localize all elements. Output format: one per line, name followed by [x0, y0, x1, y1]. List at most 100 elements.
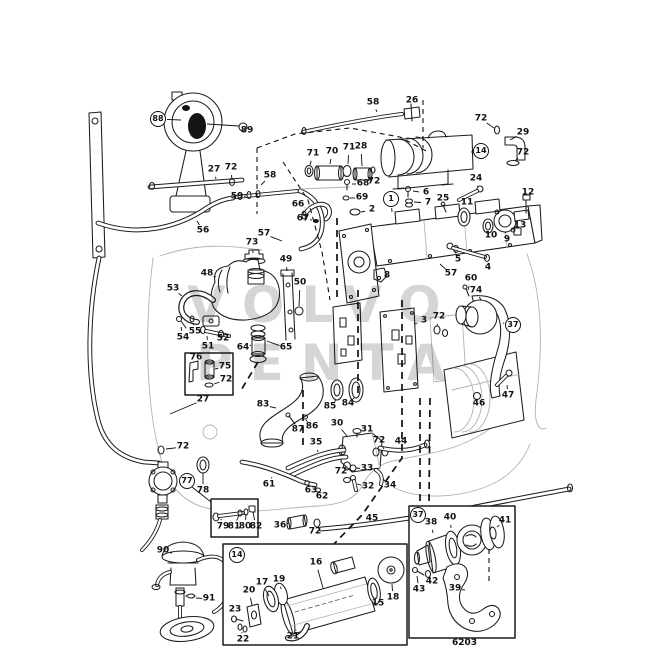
leader-line [236, 514, 240, 521]
leader-line [334, 399, 337, 402]
callout-5: 5 [454, 254, 462, 265]
callout-61: 61 [262, 479, 276, 490]
callout-43: 43 [412, 584, 426, 595]
callout-37: 37 [505, 317, 521, 333]
leader-line [375, 109, 378, 113]
leader-line [213, 275, 217, 278]
leader-line [439, 263, 447, 270]
leader-line [196, 220, 200, 226]
callout-35: 35 [309, 437, 323, 448]
callout-68: 68 [356, 178, 370, 189]
callout-11: 11 [460, 197, 474, 208]
callout-57: 57 [257, 228, 271, 239]
leader-line [214, 367, 219, 370]
callout-42: 42 [425, 576, 439, 587]
callout-84: 84 [341, 398, 355, 409]
callout-26: 26 [405, 95, 419, 106]
callout-71: 71 [306, 148, 320, 159]
callout-9: 9 [503, 234, 511, 245]
callout-14: 14 [229, 547, 245, 563]
circulation-pump-37 [433, 284, 525, 439]
water-outlet-pump-9 [457, 194, 531, 236]
front-cover-plates-3 [332, 302, 419, 393]
callout-10: 10 [484, 230, 498, 241]
leader-line [486, 122, 495, 129]
leader-line [317, 569, 324, 589]
inset-box-muffler-14 [222, 543, 408, 646]
callout-38: 38 [424, 517, 438, 528]
leader-line [252, 511, 256, 521]
check-valve-77 [140, 456, 210, 552]
callout-50: 50 [293, 277, 307, 288]
callout-79: 79 [216, 521, 230, 532]
leader-line [382, 478, 386, 482]
callout-72: 72 [334, 466, 348, 477]
callout-57: 57 [444, 268, 458, 279]
callout-74: 74 [469, 285, 483, 296]
callout-46: 46 [472, 398, 486, 409]
callout-83: 83 [256, 399, 270, 410]
callout-58: 58 [366, 97, 380, 108]
callout-33: 33 [360, 463, 374, 474]
callout-86: 86 [305, 421, 319, 432]
callout-36: 36 [273, 520, 287, 531]
leader-line [454, 250, 457, 254]
callout-82: 82 [249, 521, 263, 532]
callout-32: 32 [361, 481, 375, 492]
leader-line [413, 201, 422, 203]
callout-72: 72 [474, 113, 488, 124]
callout-34: 34 [383, 480, 397, 491]
callout-91: 91 [202, 593, 216, 604]
callout-72: 72 [432, 311, 446, 322]
leader-line [360, 210, 366, 213]
callout-3: 3 [420, 315, 428, 326]
routing-dashed-line [428, 397, 431, 505]
leader-line [249, 344, 252, 346]
leader-line [260, 180, 266, 186]
callout-4: 4 [484, 262, 492, 273]
callout-27: 27 [196, 394, 210, 405]
leader-line [250, 597, 253, 606]
routing-dashed-line [256, 127, 429, 153]
leader-line [467, 285, 470, 291]
callout-45: 45 [365, 513, 379, 524]
callout-51: 51 [201, 341, 215, 352]
leader-line [356, 483, 362, 486]
heat-exchanger-14 [301, 103, 526, 190]
tank-bolts [175, 315, 231, 339]
elbow-hose-53 [178, 290, 220, 327]
callout-20: 20 [242, 585, 256, 596]
leader-line [416, 575, 419, 584]
leader-line [293, 422, 295, 425]
callout-67: 67 [296, 213, 310, 224]
bracket-49-50 [280, 269, 304, 341]
leader-line [345, 477, 347, 479]
callout-69: 69 [355, 192, 369, 203]
leader-line [360, 153, 363, 167]
callout-62: 62 [315, 491, 329, 502]
inset-box-seawater-pump-37 [408, 505, 516, 639]
callout-27: 27 [207, 164, 221, 175]
callout-65: 65 [279, 342, 293, 353]
leader-line [391, 583, 393, 592]
leader-line [166, 118, 182, 121]
leader-line [298, 289, 301, 307]
callout-81: 81 [227, 521, 241, 532]
leader-line [347, 154, 350, 165]
callout-52: 52 [216, 333, 230, 344]
leader-line [412, 190, 420, 193]
leader-line [178, 292, 183, 297]
leader-line [479, 296, 482, 301]
leader-line [431, 529, 434, 534]
leader-line [286, 522, 290, 525]
callout-19: 19 [272, 574, 286, 585]
callout-80: 80 [238, 521, 252, 532]
callout-15: 15 [371, 598, 385, 609]
callout-13: 13 [513, 220, 527, 231]
leader-line [352, 397, 355, 400]
leader-line [382, 446, 385, 450]
callout-31: 31 [360, 424, 374, 435]
leader-line [180, 326, 183, 332]
